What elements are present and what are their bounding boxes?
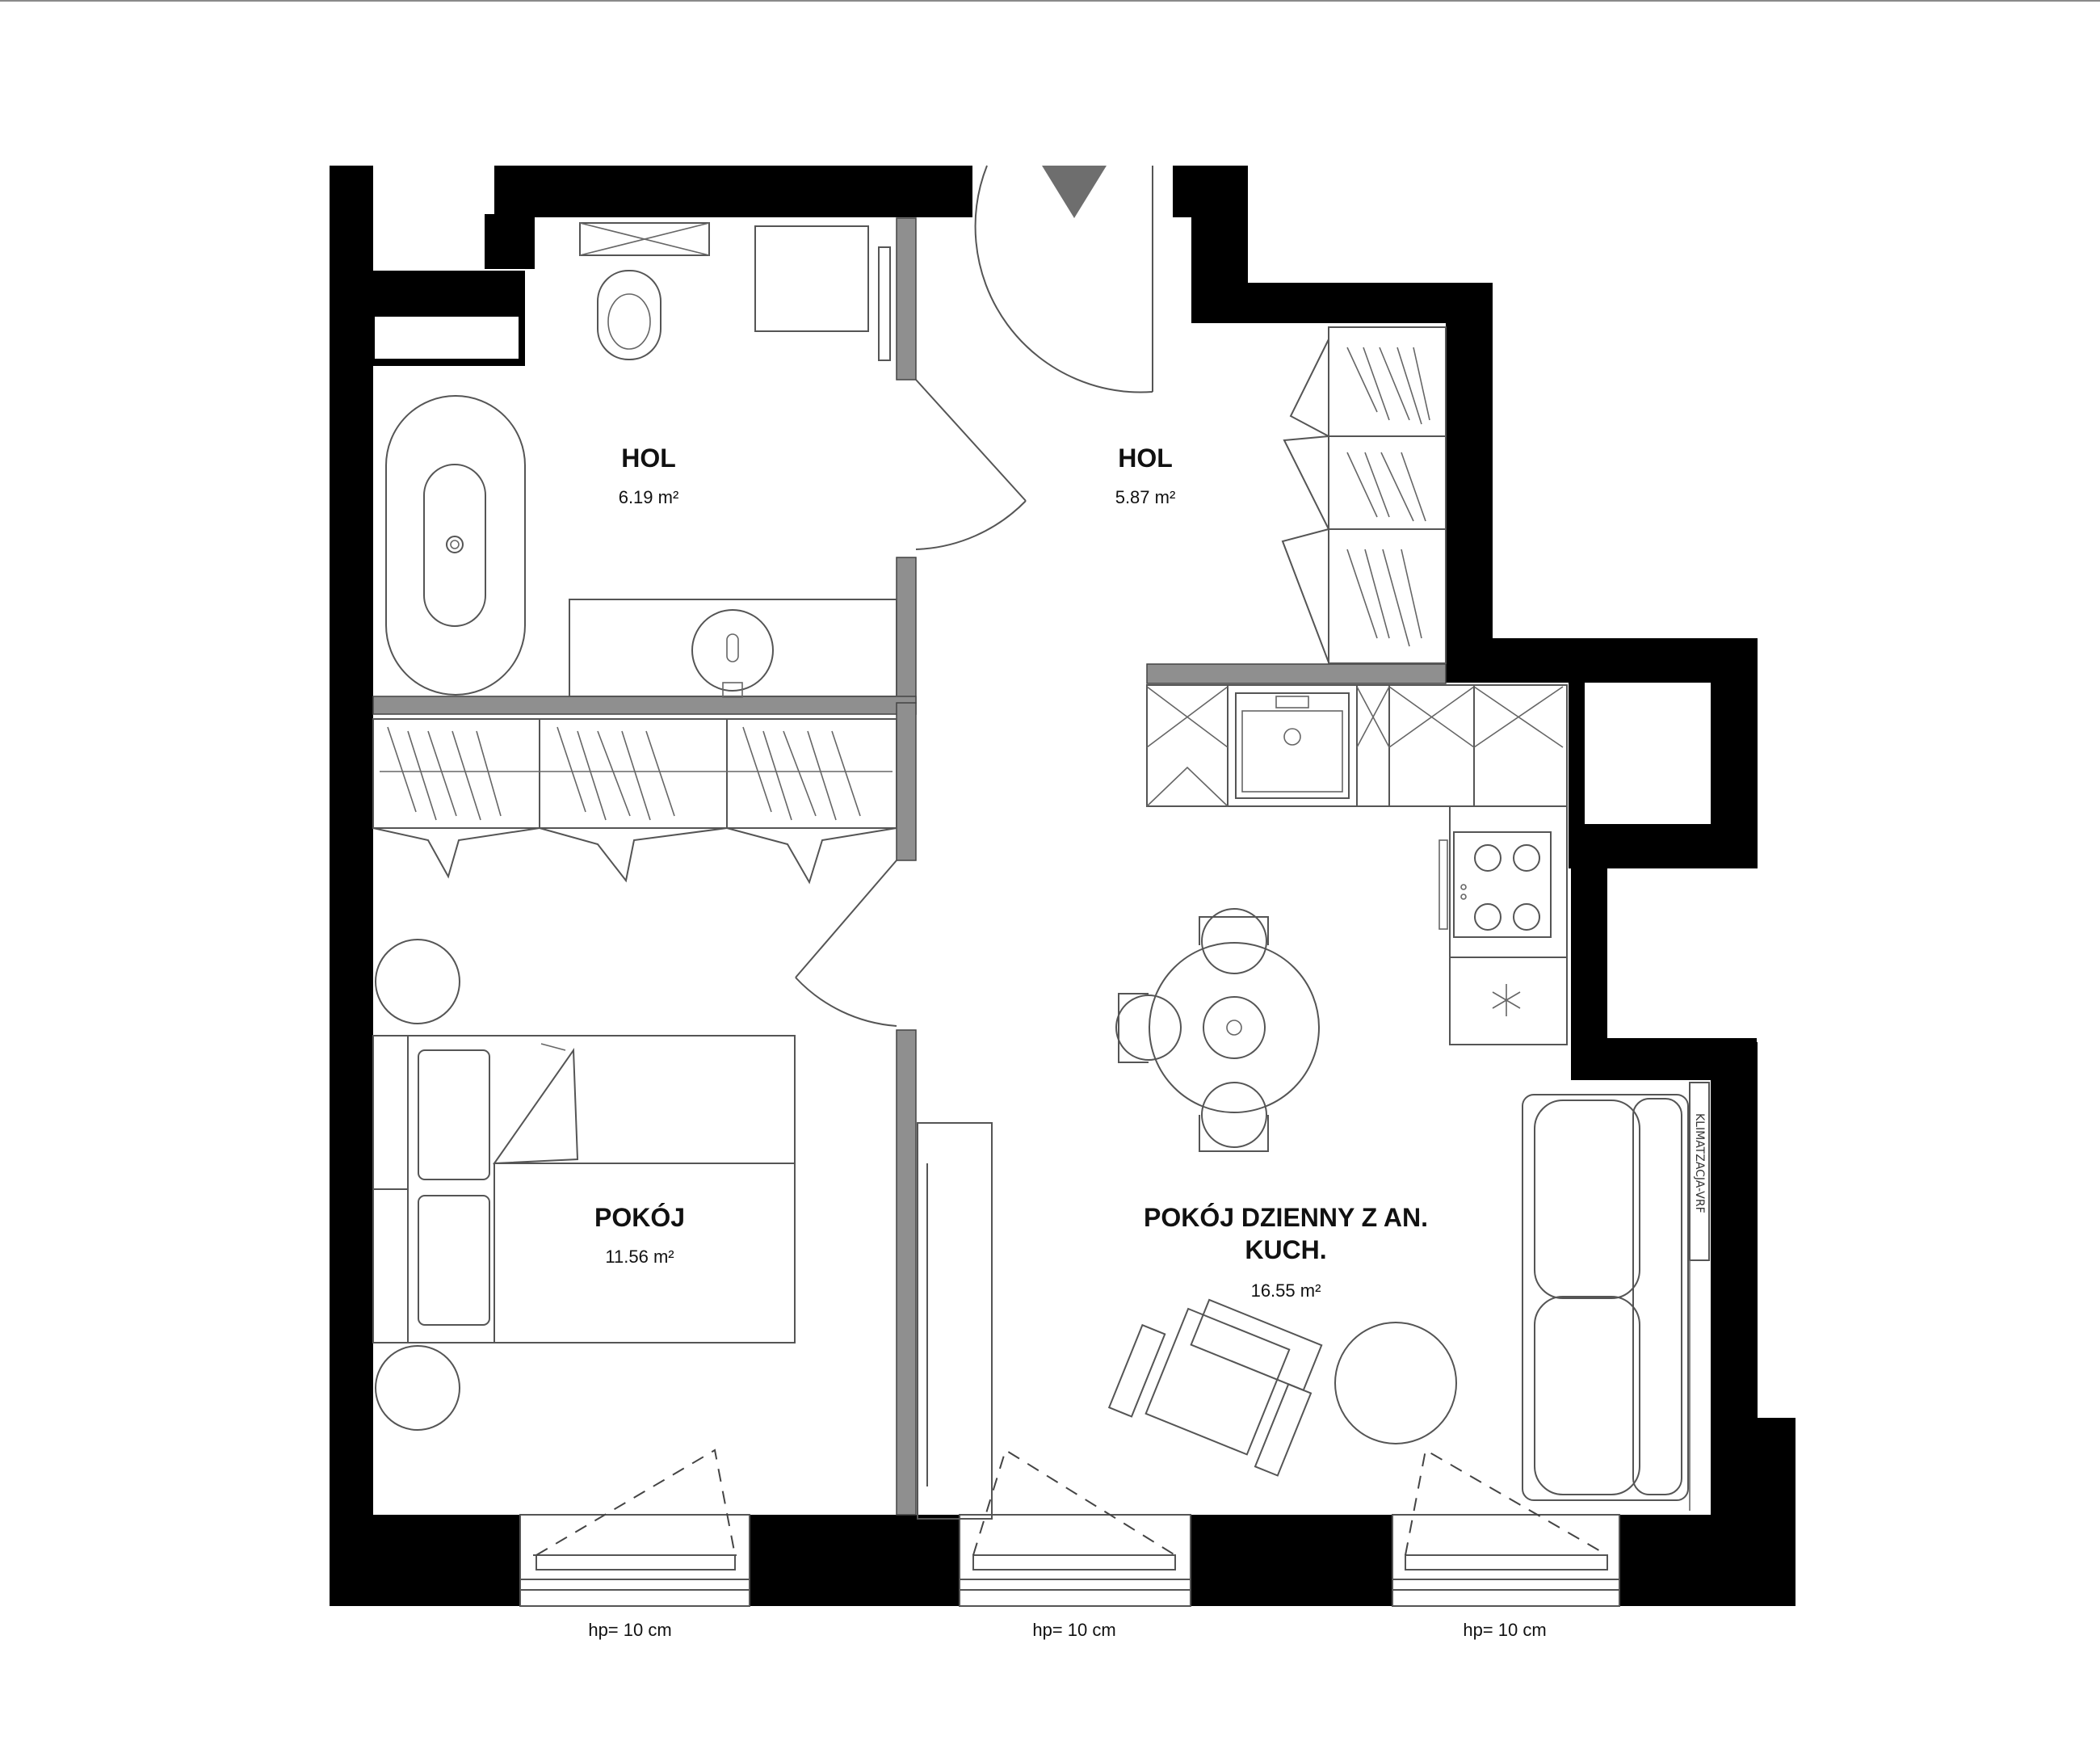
wall-bay-left: [1569, 638, 1585, 868]
bed: [372, 1035, 796, 1343]
bedroom-door-swing: [795, 977, 897, 1027]
window-swing: [1405, 1449, 1608, 1556]
wall-east-lower: [1711, 1042, 1758, 1422]
partition-bath-east-upper: [896, 217, 917, 381]
bedroom-wardrobe: [372, 718, 897, 885]
shaft: [372, 271, 525, 366]
wall-north-a: [494, 166, 972, 217]
toilet: [597, 270, 662, 360]
living-furniture: [1107, 1082, 1710, 1511]
dining-set: [1115, 908, 1320, 1152]
pillow: [418, 1195, 490, 1326]
wall-south-3: [1191, 1515, 1392, 1606]
wall-south-2: [750, 1515, 960, 1606]
toilet-cistern: [579, 222, 710, 256]
window-3: [1392, 1449, 1620, 1607]
nightstand-bottom: [375, 1345, 460, 1431]
triangle-down-icon: [1042, 166, 1107, 218]
duvet: [494, 1163, 796, 1343]
partition-bed-east-upper: [896, 702, 917, 861]
entrance-door-swing: [974, 165, 1153, 393]
window-label-3: hp= 10 cm: [1463, 1620, 1546, 1640]
window-label-1: hp= 10 cm: [588, 1620, 671, 1640]
wall-north-a-step: [485, 214, 535, 269]
dining-table: [1149, 942, 1320, 1113]
windows: [519, 1449, 1620, 1607]
asterisk-icon: [1492, 984, 1521, 1016]
hvac-unit: [1689, 1082, 1710, 1261]
bathtub: [385, 395, 526, 696]
wall-east-bay-top: [1446, 638, 1758, 683]
exterior-walls: [330, 166, 1796, 1606]
sofa: [1522, 1094, 1689, 1501]
wall-east-mid: [1571, 864, 1607, 1042]
vanity: [569, 599, 897, 697]
room-name-living-line1: POKÓJ DZIENNY Z AN.: [1144, 1203, 1428, 1232]
wall-west: [330, 166, 373, 1606]
entrance: [974, 165, 1153, 393]
window-2: [959, 1449, 1191, 1607]
window-swing: [536, 1449, 736, 1556]
cooktop: [1453, 831, 1552, 938]
window-1: [519, 1449, 750, 1607]
partition-bath-east-lower: [896, 557, 917, 704]
hall-wardrobe: [1281, 326, 1447, 664]
nightstand-top: [375, 939, 460, 1024]
armchair: [1107, 1298, 1323, 1477]
coffee-table: [1334, 1322, 1457, 1444]
bathroom-fixtures: [385, 222, 897, 698]
bedroom-furniture: [372, 939, 796, 1431]
wall-east-upper: [1446, 283, 1493, 642]
partition-bed-east-lower: [896, 1029, 917, 1516]
wall-south-4: [1619, 1515, 1796, 1606]
washing-machine: [754, 225, 869, 332]
sink: [691, 609, 774, 692]
wall-south-1: [330, 1515, 520, 1606]
room-name-hol: HOL: [1118, 444, 1173, 473]
partition-kitchen-top: [1146, 663, 1447, 684]
tv-cabinet: [917, 1122, 993, 1520]
top-rule: [0, 0, 2100, 2]
window-swing: [972, 1449, 1176, 1556]
partition-bath-south: [372, 696, 917, 715]
wall-nw-stub: [330, 166, 372, 214]
room-name-bath-hol: HOL: [621, 444, 676, 473]
kitchen-sink: [1235, 692, 1350, 799]
hvac-label: KLIMATZACJA-VRF: [1693, 1113, 1706, 1213]
window-label-2: hp= 10 cm: [1032, 1620, 1115, 1640]
window-labels: hp= 10 cm hp= 10 cm hp= 10 cm: [588, 1620, 1546, 1640]
pillow: [418, 1049, 490, 1180]
wall-ne-pier: [1191, 166, 1248, 323]
partitions: [372, 217, 1447, 1516]
room-area-bath-hol: 6.19 m²: [619, 487, 679, 507]
room-area-living: 16.55 m²: [1251, 1280, 1321, 1301]
kitchen: [1146, 684, 1568, 1045]
shaft-void: [375, 317, 519, 359]
room-area-hol: 5.87 m²: [1115, 487, 1176, 507]
room-labels: HOL 6.19 m² HOL 5.87 m² POKÓJ 11.56 m² P…: [594, 444, 1428, 1301]
room-area-bedroom: 11.56 m²: [605, 1247, 674, 1267]
wall-bay-bottom: [1571, 824, 1758, 868]
interior-doors: [795, 379, 1027, 1027]
counter-right: [1449, 805, 1568, 1045]
bath-door-swing: [915, 500, 1027, 550]
room-name-bedroom: POKÓJ: [594, 1203, 685, 1232]
room-name-living-line2: KUCH.: [1245, 1235, 1326, 1264]
